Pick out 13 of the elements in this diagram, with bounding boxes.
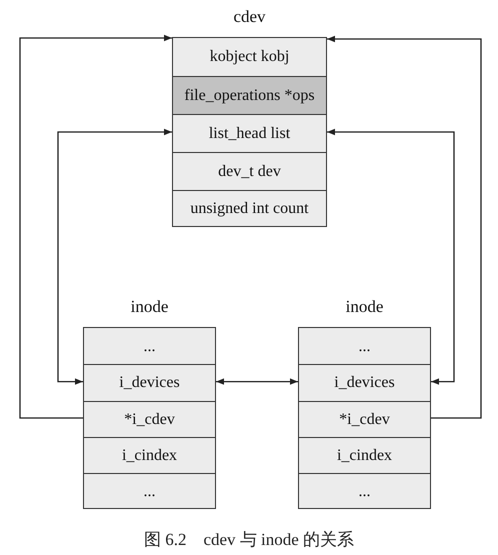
arrow (327, 128, 455, 385)
struct-name: inode (130, 297, 170, 317)
arrow (216, 378, 298, 385)
arrow (57, 128, 172, 385)
struct-name: inode (344, 297, 384, 317)
struct-box (298, 327, 431, 509)
arrow (327, 36, 482, 419)
figure-caption: 图 6.2 cdev 与 inode 的关系 (144, 529, 354, 551)
struct-box (172, 37, 327, 227)
struct-field: file_operations *ops (173, 76, 326, 114)
struct-name: cdev (232, 7, 267, 27)
struct-box (83, 327, 216, 509)
arrow (19, 34, 172, 419)
